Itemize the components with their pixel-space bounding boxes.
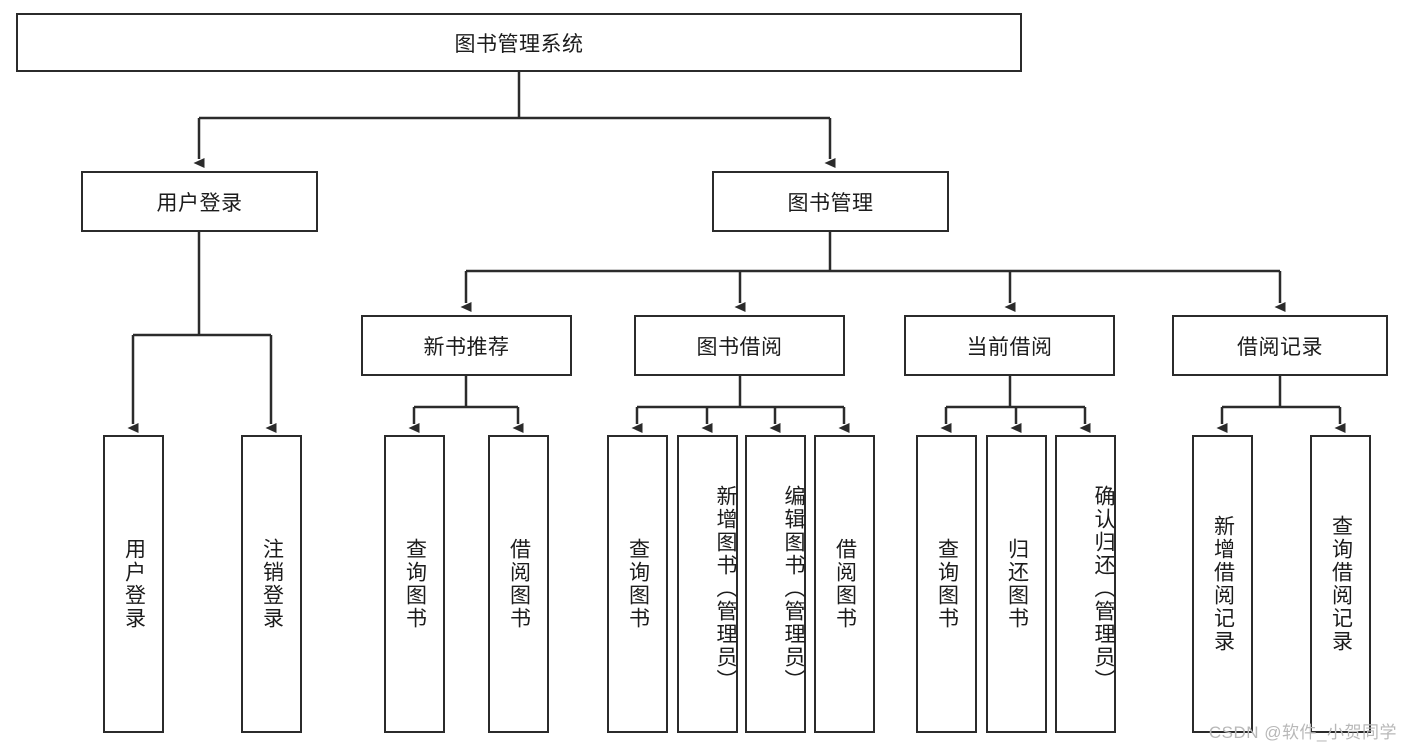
node-leaf-borrow-do[interactable]: 借阅图书: [814, 435, 875, 733]
node-leaf-borrow-edit-label: 编辑图书（管理员）: [782, 484, 805, 692]
node-leaf-newbook-borrow[interactable]: 借阅图书: [488, 435, 549, 733]
node-root-label: 图书管理系统: [454, 32, 584, 56]
node-leaf-user-login-label: 用户登录: [122, 538, 146, 630]
node-leaf-current-return-label: 归还图书: [1005, 538, 1029, 630]
node-leaf-current-confirm-label: 确认归还（管理员）: [1092, 484, 1115, 692]
node-leaf-logout[interactable]: 注销登录: [241, 435, 302, 733]
node-leaf-borrow-query[interactable]: 查询图书: [607, 435, 668, 733]
node-borrow-record-label: 借阅记录: [1237, 335, 1323, 359]
node-leaf-record-query[interactable]: 查询借阅记录: [1310, 435, 1371, 733]
node-leaf-record-add-label: 新增借阅记录: [1211, 515, 1235, 653]
node-leaf-borrow-edit[interactable]: 编辑图书（管理员）: [745, 435, 806, 733]
node-leaf-current-query[interactable]: 查询图书: [916, 435, 977, 733]
node-leaf-newbook-query[interactable]: 查询图书: [384, 435, 445, 733]
node-leaf-borrow-do-label: 借阅图书: [833, 538, 857, 630]
watermark-text: CSDN @软件_小贺同学: [1208, 723, 1397, 742]
node-book-manage[interactable]: 图书管理: [712, 171, 949, 232]
node-leaf-newbook-query-label: 查询图书: [403, 538, 427, 630]
node-leaf-record-add[interactable]: 新增借阅记录: [1192, 435, 1253, 733]
node-leaf-current-return[interactable]: 归还图书: [986, 435, 1047, 733]
node-root[interactable]: 图书管理系统: [16, 13, 1022, 72]
node-leaf-current-confirm[interactable]: 确认归还（管理员）: [1055, 435, 1116, 733]
node-current-borrow[interactable]: 当前借阅: [904, 315, 1115, 376]
node-new-book[interactable]: 新书推荐: [361, 315, 572, 376]
node-current-borrow-label: 当前借阅: [966, 335, 1053, 359]
node-book-borrow[interactable]: 图书借阅: [634, 315, 845, 376]
node-leaf-borrow-add-label: 新增图书（管理员）: [714, 484, 737, 692]
node-book-manage-label: 图书管理: [787, 191, 874, 215]
node-book-borrow-label: 图书借阅: [696, 335, 783, 359]
node-leaf-borrow-query-label: 查询图书: [626, 538, 650, 630]
node-leaf-record-query-label: 查询借阅记录: [1329, 515, 1353, 653]
node-leaf-newbook-borrow-label: 借阅图书: [507, 538, 531, 630]
node-leaf-borrow-add[interactable]: 新增图书（管理员）: [677, 435, 738, 733]
node-leaf-current-query-label: 查询图书: [935, 538, 959, 630]
node-new-book-label: 新书推荐: [423, 335, 510, 359]
node-borrow-record[interactable]: 借阅记录: [1172, 315, 1388, 376]
node-leaf-logout-label: 注销登录: [260, 538, 284, 630]
node-user-login-label: 用户登录: [156, 191, 243, 215]
node-leaf-user-login[interactable]: 用户登录: [103, 435, 164, 733]
node-user-login[interactable]: 用户登录: [81, 171, 318, 232]
